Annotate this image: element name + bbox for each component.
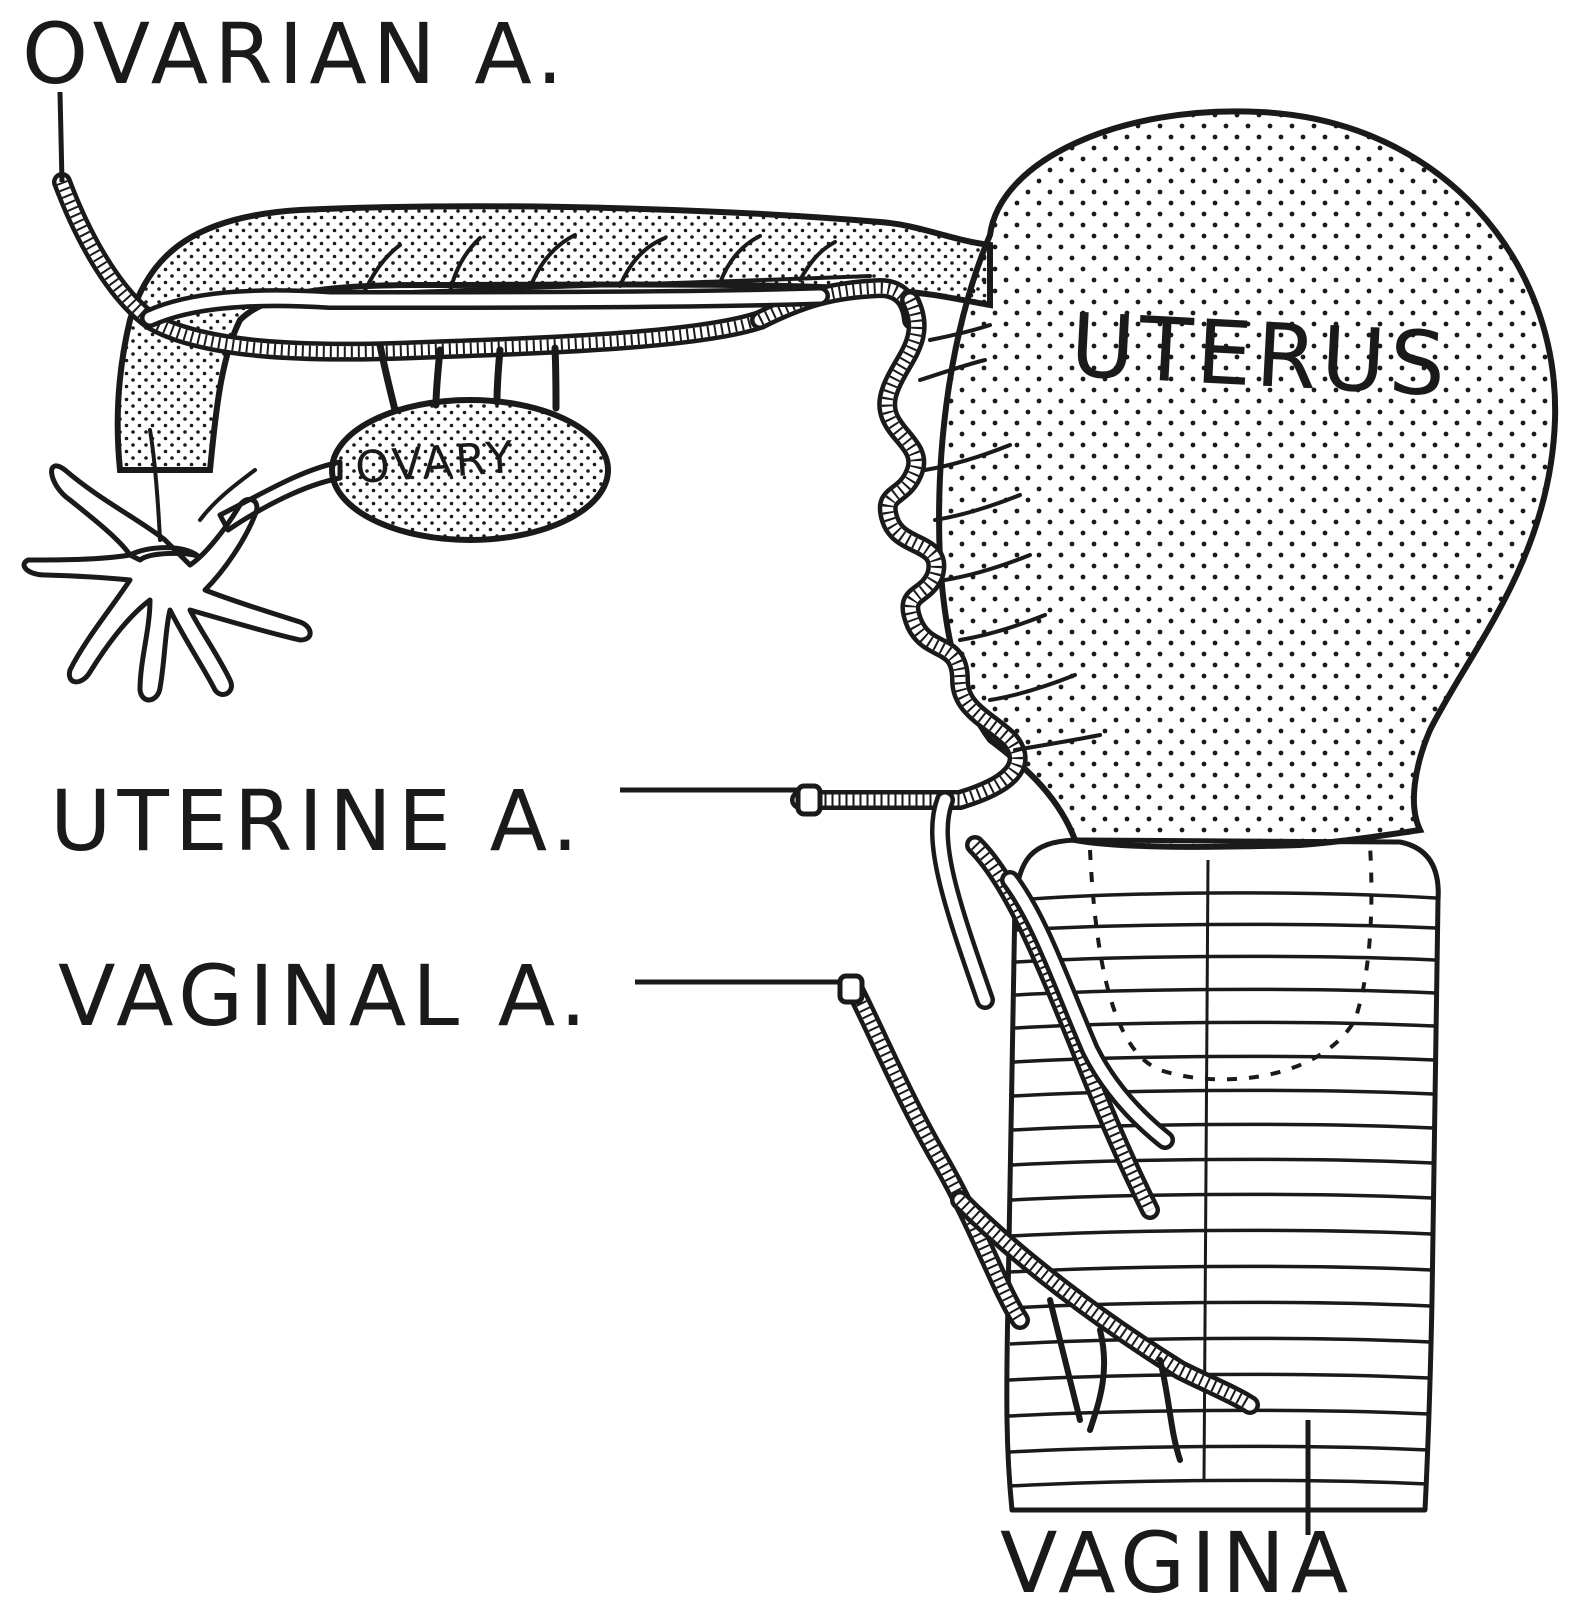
vagina-label: VAGINA bbox=[1000, 1514, 1354, 1609]
fimbriae bbox=[21, 428, 313, 703]
ovarian-artery-label: OVARIAN A. bbox=[22, 5, 569, 103]
ovary-label: OVARY bbox=[354, 432, 518, 494]
uterus-label: UTERUS bbox=[1068, 294, 1452, 417]
ovarian-leader bbox=[57, 91, 65, 183]
uterine-artery bbox=[790, 290, 1175, 1220]
ovarian-ligament bbox=[217, 459, 343, 533]
vaginal-artery-label: VAGINAL A. bbox=[58, 947, 592, 1045]
vagina-rings bbox=[1008, 891, 1437, 1488]
cervix-outline bbox=[1088, 844, 1374, 1082]
uterine-artery-label: UTERINE A. bbox=[50, 772, 584, 870]
leader-lines bbox=[57, 91, 1311, 1535]
uterus-shape: UTERUS bbox=[936, 108, 1559, 850]
vaginal-artery bbox=[837, 973, 1260, 1463]
ovary-shape: OVARY bbox=[329, 397, 611, 543]
vagina-shape bbox=[1004, 837, 1441, 1513]
